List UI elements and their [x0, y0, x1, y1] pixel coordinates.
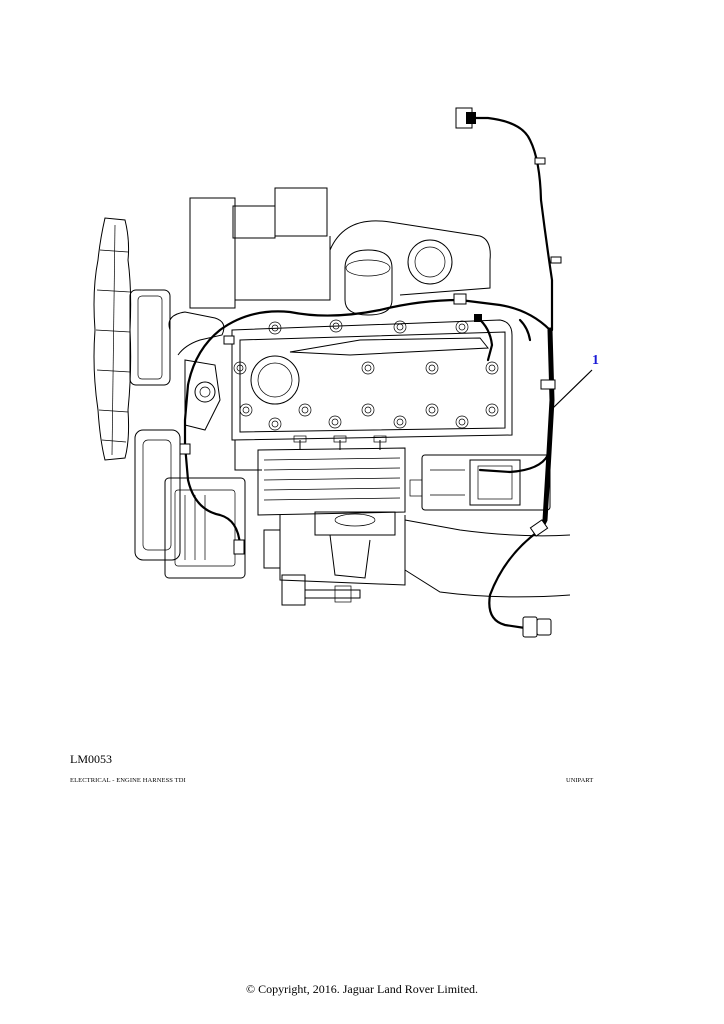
engine-upper-block — [189, 187, 491, 316]
callout-number: 1 — [592, 353, 599, 368]
diagram-caption: ELECTRICAL - ENGINE HARNESS TDI — [70, 777, 186, 784]
engine-harness-diagram — [93, 107, 593, 638]
brand-label: UNIPART — [566, 777, 594, 784]
intake-manifold — [257, 435, 406, 516]
head-bolts-top — [233, 319, 499, 375]
cylinder-head — [231, 319, 513, 441]
starter-motor — [409, 454, 551, 511]
drawing-code: LM0053 — [70, 752, 112, 766]
copyright-footer: © Copyright, 2016. Jaguar Land Rover Lim… — [245, 982, 479, 996]
pulley-assembly — [129, 289, 181, 561]
head-bolts-bottom — [239, 403, 499, 431]
alternator — [164, 477, 246, 579]
callout-leader — [552, 369, 593, 409]
lower-engine-block — [263, 511, 571, 606]
engine-harness-wiring — [179, 107, 562, 638]
cooling-fan — [93, 217, 132, 461]
